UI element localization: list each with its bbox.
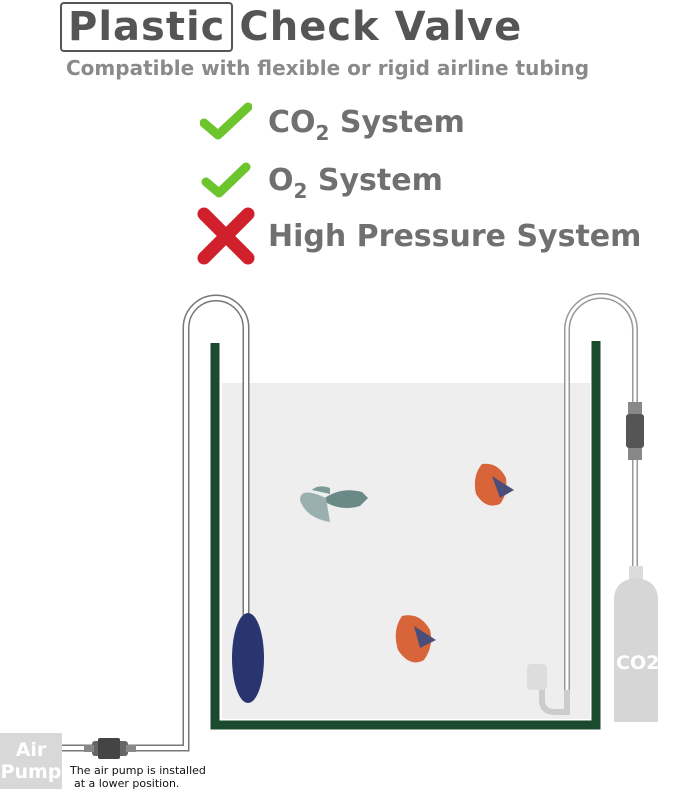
feature-o2: O2 System: [196, 160, 443, 203]
fish-orange-2: [395, 615, 436, 663]
check-valve-bottom: [84, 738, 136, 759]
pump-line-2: Pump: [0, 761, 62, 783]
feature-label: O2 System: [268, 162, 443, 203]
check-valve-right: [626, 402, 644, 460]
check-icon: [196, 102, 256, 142]
co2-cylinder-label: CO2: [616, 652, 660, 674]
cross-icon: [196, 206, 256, 266]
water: [222, 383, 590, 719]
subtitle: Compatible with flexible or rigid airlin…: [66, 56, 590, 80]
title-box: Plastic: [60, 2, 234, 52]
note-line-2: at a lower position.: [74, 777, 180, 790]
title-boxed-text: Plastic: [68, 4, 226, 50]
co2-diffuser: [527, 664, 570, 715]
co2-cylinder: [614, 566, 658, 722]
title-row: Plastic Check Valve: [60, 0, 522, 54]
feature-label: High Pressure System: [268, 218, 642, 254]
install-note: The air pump is installed at a lower pos…: [70, 764, 206, 790]
check-icon: [196, 160, 256, 200]
air-pump-label: Air Pump: [0, 733, 62, 789]
airline-tube-left: [62, 294, 250, 752]
feature-high-pressure: High Pressure System: [196, 206, 641, 266]
title-text: Check Valve: [239, 4, 523, 50]
fish-gray: [300, 486, 368, 522]
tank-frame: [210, 341, 601, 730]
air-stone: [232, 613, 264, 703]
co2-tube-right: [564, 293, 638, 700]
fish-orange-1: [474, 463, 514, 506]
note-line-1: The air pump is installed: [70, 764, 206, 777]
feature-co2: CO2 System: [196, 102, 465, 145]
feature-label: CO2 System: [268, 104, 465, 145]
pump-line-1: Air: [15, 739, 47, 761]
